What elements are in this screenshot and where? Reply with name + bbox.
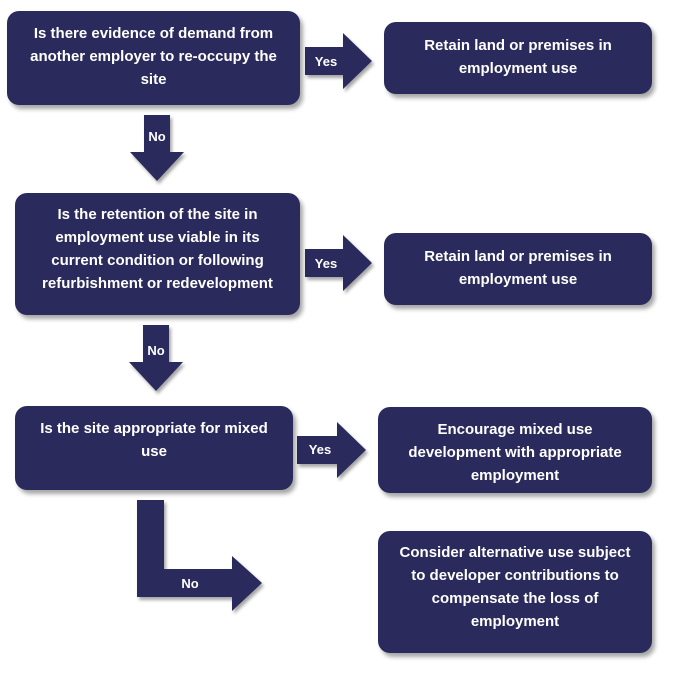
result-box-retain-2: Retain land or premises in employment us… (384, 233, 652, 305)
result-text-retain-1: Retain land or premises in employment us… (424, 37, 612, 77)
result-box-retain-1: Retain land or premises in employment us… (384, 22, 652, 94)
question-box-demand: Is there evidence of demand from another… (7, 11, 300, 105)
result-text-retain-2: Retain land or premises in employment us… (424, 248, 612, 288)
question-text-demand: Is there evidence of demand from another… (30, 25, 277, 88)
no-arrow-3 (137, 500, 262, 611)
question-box-viable: Is the retention of the site in employme… (15, 193, 300, 315)
question-text-viable: Is the retention of the site in employme… (42, 206, 273, 292)
result-text-alternative-use: Consider alternative use subject to deve… (399, 544, 631, 630)
yes-label-1: Yes (314, 54, 338, 69)
yes-label-3: Yes (308, 442, 332, 457)
yes-label-2: Yes (314, 256, 338, 271)
no-label-2: No (147, 343, 165, 358)
yes-arrow-3 (297, 422, 366, 478)
result-box-alternative-use: Consider alternative use subject to deve… (378, 531, 652, 653)
yes-arrow-2 (305, 235, 372, 291)
no-arrow-2 (129, 325, 183, 391)
yes-arrow-1 (305, 33, 372, 89)
question-box-mixed-use: Is the site appropriate for mixed use (15, 406, 293, 490)
no-arrow-1 (130, 115, 184, 181)
result-text-mixed-use: Encourage mixed use development with app… (408, 421, 622, 484)
no-label-1: No (148, 129, 166, 144)
no-label-3: No (181, 576, 199, 591)
question-text-mixed-use: Is the site appropriate for mixed use (40, 420, 268, 460)
result-box-mixed-use: Encourage mixed use development with app… (378, 407, 652, 493)
